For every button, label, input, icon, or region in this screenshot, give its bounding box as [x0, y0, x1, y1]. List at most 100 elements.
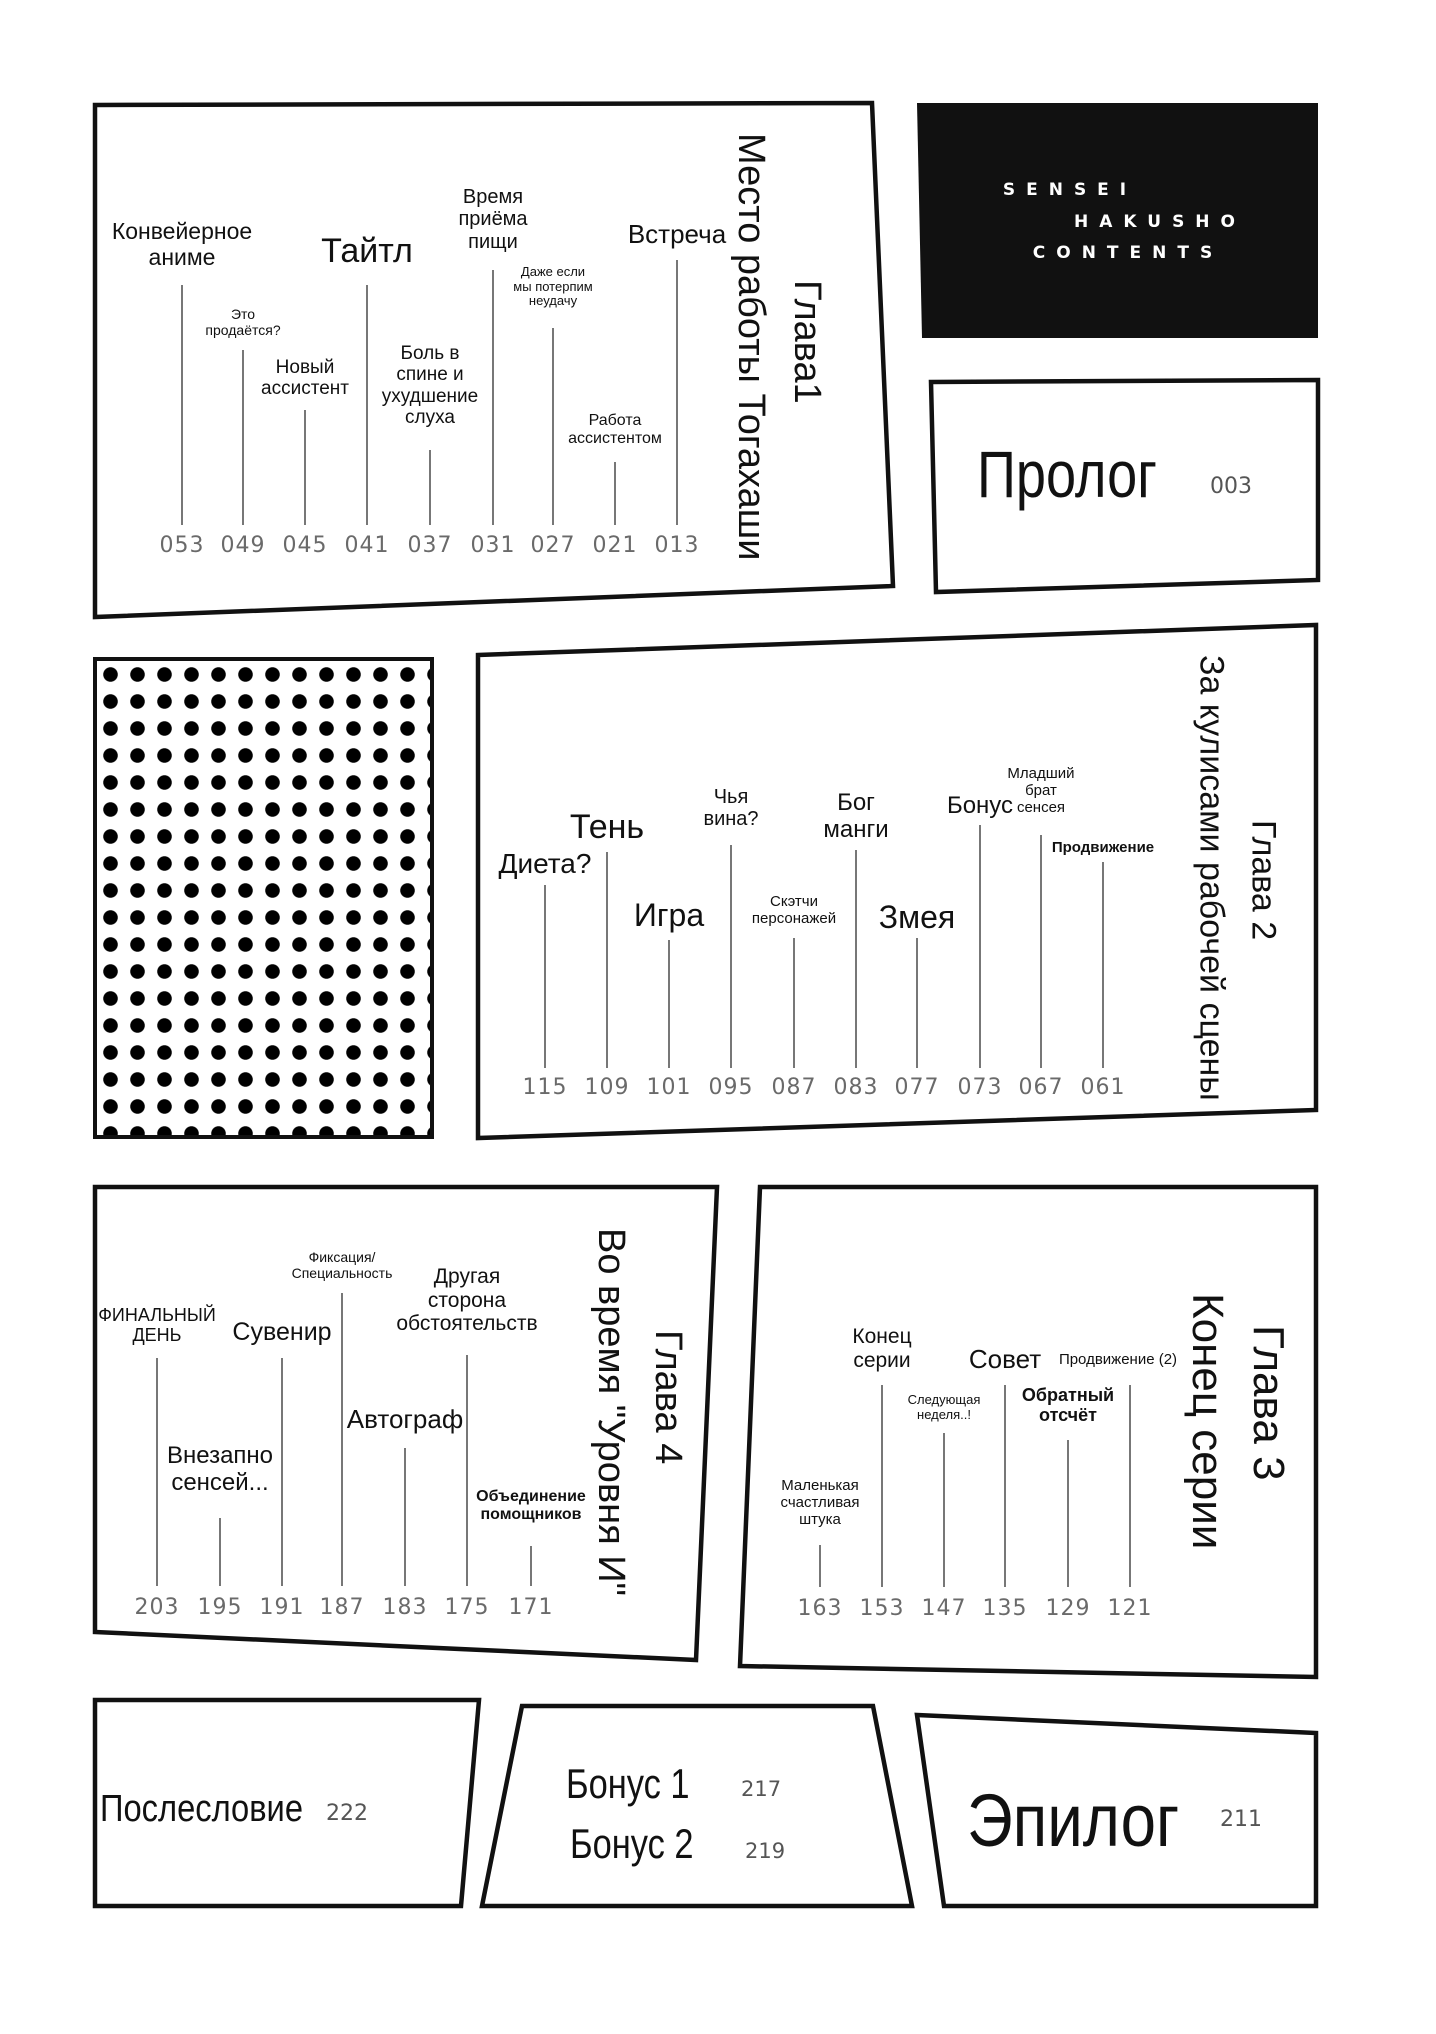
ch2-page: 083	[833, 1075, 879, 1100]
ch4-entry-label: Другая сторона обстоятельств	[396, 1265, 538, 1336]
ch2-page: 073	[957, 1075, 1003, 1100]
ch1-page: 041	[344, 533, 390, 558]
ch1-tick	[429, 450, 431, 525]
header-line-3: CONTENTS	[1032, 243, 1224, 263]
bonus-2-label: Бонус 2	[570, 1820, 694, 1867]
ch3-tick	[1004, 1385, 1006, 1587]
ch2-entry-label: Змея	[878, 899, 956, 935]
ch2-tick	[916, 938, 918, 1068]
ch2-tick	[730, 845, 732, 1068]
ch3-entry-label: Конец серии	[852, 1325, 912, 1372]
ch1-entry-label: Боль в спине и ухудшение слуха	[381, 343, 479, 428]
ch2-entry-label: Диета?	[498, 848, 592, 879]
ch4-tick	[404, 1448, 406, 1586]
prologue-label: Пролог	[977, 437, 1157, 511]
ch3-tick	[943, 1433, 945, 1587]
chapter4-panel	[92, 1184, 720, 1663]
ch2-entry-label: Бонус	[946, 792, 1014, 819]
ch4-tick	[281, 1358, 283, 1586]
ch2-entry-label: Продвижение	[1051, 839, 1155, 856]
chapter2-panel	[475, 622, 1319, 1141]
ch1-page: 049	[220, 533, 266, 558]
chapter2-number: Глава 2	[1244, 820, 1283, 941]
chapter4-number: Глава 4	[646, 1330, 689, 1465]
ch3-entry-label: Обратный отсчёт	[1021, 1385, 1115, 1426]
ch2-tick	[668, 940, 670, 1068]
ch3-tick	[1129, 1385, 1131, 1587]
header-line-2: HAKUSHO	[1074, 212, 1246, 232]
ch3-tick	[1067, 1440, 1069, 1587]
ch1-tick	[366, 285, 368, 525]
afterword-page: 222	[326, 1801, 368, 1826]
ch3-page: 147	[921, 1596, 967, 1621]
bonus-2-page: 219	[745, 1839, 786, 1863]
ch2-entry-label: Скэтчи персонажей	[751, 893, 837, 927]
chapter4-title-sub: Во время "Уровня И"	[589, 1228, 632, 1597]
ch3-entry-label: Совет	[968, 1344, 1042, 1374]
chapter3-panel	[737, 1184, 1319, 1680]
ch3-entry-label: Следующая неделя..!	[907, 1392, 981, 1422]
ch2-page: 087	[771, 1075, 817, 1100]
bonus-panel	[479, 1703, 915, 1909]
ch2-tick	[855, 850, 857, 1068]
ch2-page: 101	[646, 1075, 692, 1100]
ch3-page: 129	[1045, 1596, 1091, 1621]
ch3-entry-label: Продвижение (2)	[1058, 1351, 1178, 1368]
ch1-page: 021	[592, 533, 638, 558]
ch1-entry-label: Тайтл	[321, 232, 413, 270]
afterword-panel	[92, 1697, 482, 1909]
ch2-entry-label: Чья вина?	[703, 786, 759, 831]
ch1-page: 037	[407, 533, 453, 558]
bonus-1-label: Бонус 1	[566, 1760, 690, 1807]
ch2-tick	[793, 938, 795, 1068]
ch1-entry-label: Встреча	[627, 219, 727, 249]
ch2-entry-label: Младший брат сенсея	[1007, 765, 1075, 816]
ch1-tick	[614, 462, 616, 525]
ch4-entry-label: Сувенир	[232, 1318, 332, 1346]
ch3-page: 153	[859, 1596, 905, 1621]
ch2-tick	[1102, 862, 1104, 1068]
ch2-entry-label: Тень	[569, 808, 645, 846]
epilogue-label: Эпилог	[967, 1779, 1180, 1862]
ch1-entry-label: Конвейерное аниме	[111, 218, 253, 270]
ch1-entry-label: Новый ассистент	[261, 357, 349, 400]
ch4-page: 183	[382, 1595, 428, 1620]
ch2-tick	[1040, 835, 1042, 1068]
ch2-page: 067	[1018, 1075, 1064, 1100]
ch4-page: 187	[319, 1595, 365, 1620]
ch1-page: 027	[530, 533, 576, 558]
ch1-tick	[304, 410, 306, 525]
ch1-page: 013	[654, 533, 700, 558]
ch4-page: 195	[197, 1595, 243, 1620]
ch4-tick	[219, 1518, 221, 1586]
bonus-1-page: 217	[741, 1777, 782, 1801]
ch2-entry-label: Бог манги	[823, 789, 889, 843]
ch4-tick	[530, 1546, 532, 1586]
ch3-entry-label: Маленькая счастливая штука	[780, 1477, 860, 1528]
ch2-tick	[979, 825, 981, 1068]
afterword-label: Послесловие	[100, 1788, 304, 1830]
header-black-panel	[917, 103, 1318, 338]
ch4-entry-label: Фиксация/ Специальность	[291, 1249, 393, 1281]
ch1-tick	[242, 350, 244, 525]
ch4-entry-label: ФИНАЛЬНЫЙ ДЕНЬ	[98, 1305, 216, 1346]
ch1-entry-label: Даже если мы потерпим неудачу	[513, 264, 593, 309]
chapter3-number: Глава 3	[1244, 1325, 1294, 1481]
chapter1-title-sub: Место работы Тогахаши	[729, 133, 772, 561]
ch3-tick	[881, 1385, 883, 1587]
chapter1-title: Место работы Тогахаши	[729, 133, 772, 561]
ch4-tick	[156, 1358, 158, 1586]
ch3-tick	[819, 1545, 821, 1587]
ch1-tick	[492, 270, 494, 525]
screentone-panel	[93, 657, 434, 1139]
ch4-entry-label: Объединение помощников	[476, 1488, 586, 1523]
ch1-tick	[552, 328, 554, 525]
ch2-page: 061	[1080, 1075, 1126, 1100]
header-line-1: SENSEI	[1002, 180, 1138, 200]
ch2-page: 077	[894, 1075, 940, 1100]
ch1-tick	[676, 260, 678, 525]
ch1-tick	[181, 285, 183, 525]
prologue-panel	[928, 377, 1321, 595]
prologue-page: 003	[1210, 474, 1252, 499]
